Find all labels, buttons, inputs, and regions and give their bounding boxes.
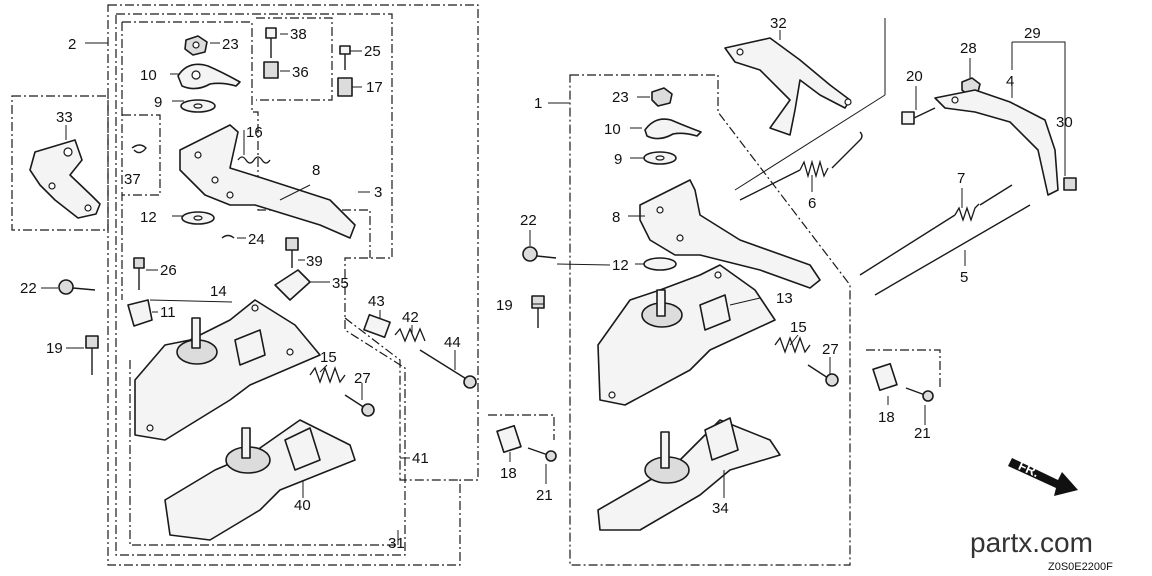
callout-13: 13 [776,290,793,307]
callout-12b: 12 [612,257,629,274]
callout-29: 29 [1024,25,1041,42]
callout-25: 25 [364,43,381,60]
callout-14: 14 [210,283,227,300]
callout-38: 38 [290,26,307,43]
callout-3: 3 [374,184,382,201]
callout-8a: 8 [312,162,320,179]
group-boundaries [11,4,941,566]
callout-39: 39 [306,253,323,270]
callout-15b: 15 [790,319,807,336]
callout-19a: 19 [46,340,63,357]
callout-19b: 19 [496,297,513,314]
callout-26: 26 [160,262,177,279]
callout-43: 43 [368,293,385,310]
callout-27b: 27 [822,341,839,358]
callout-9b: 9 [614,151,622,168]
callout-32: 32 [770,15,787,32]
diagram-code: Z0S0E2200F [1048,561,1113,573]
callout-31: 31 [388,535,405,552]
callout-11: 11 [160,304,176,321]
callout-34: 34 [712,500,729,517]
callout-5: 5 [960,269,968,286]
callout-23a: 23 [222,36,239,53]
callout-9a: 9 [154,94,162,111]
callout-10a: 10 [140,67,157,84]
callout-42: 42 [402,309,419,326]
callout-17: 17 [366,79,383,96]
callout-8b: 8 [612,209,620,226]
callout-24: 24 [248,231,265,248]
callout-20: 20 [906,68,923,85]
callout-27a: 27 [354,370,371,387]
callout-2: 2 [68,36,76,53]
callout-30: 30 [1056,114,1073,131]
watermark: partx.com [970,527,1093,558]
callout-37: 37 [124,171,141,188]
callout-6: 6 [808,195,816,212]
callout-22b: 22 [520,212,537,229]
bracket-part-33 [29,139,101,219]
callout-12a: 12 [140,209,157,226]
callout-18b: 18 [878,409,895,426]
callout-36: 36 [292,64,309,81]
right-assembly [496,37,1077,531]
callout-33: 33 [56,109,73,126]
callout-1: 1 [534,95,542,112]
callout-22a: 22 [20,280,37,297]
callout-16: 16 [246,124,263,141]
callout-18a: 18 [500,465,517,482]
callout-7: 7 [957,170,965,187]
callout-4: 4 [1006,73,1014,90]
leader-lines [41,30,1066,545]
callout-15a: 15 [320,349,337,366]
callout-labels: 2 33 37 23 10 9 16 8 3 12 24 38 36 25 17… [20,15,1073,552]
callout-21b: 21 [914,425,931,442]
left-assembly [29,27,477,541]
callout-23b: 23 [612,89,629,106]
callout-28: 28 [960,40,977,57]
callout-35: 35 [332,275,349,292]
front-direction-arrow: FR. [1008,458,1078,496]
callout-10b: 10 [604,121,621,138]
callout-41: 41 [412,450,429,467]
callout-44: 44 [444,334,461,351]
callout-21a: 21 [536,487,553,504]
callout-40: 40 [294,497,311,514]
